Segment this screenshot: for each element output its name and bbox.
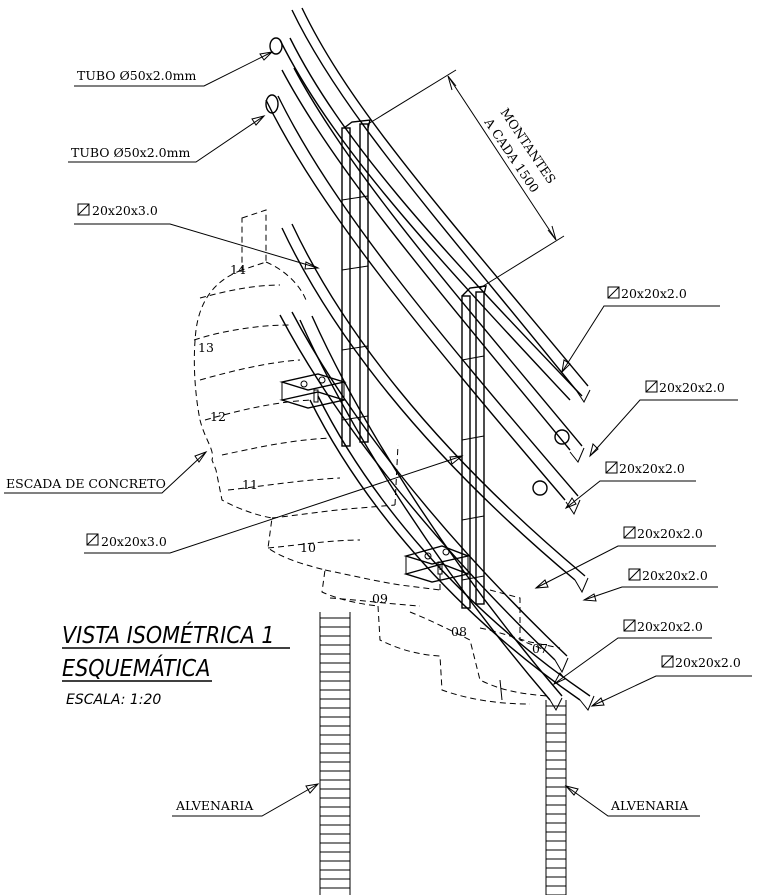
masonry-wall-left xyxy=(319,612,351,895)
callout-r1: 20x20x2.0 xyxy=(561,286,720,374)
step-12: 12 xyxy=(210,409,226,424)
tubo-top-label: TUBO Ø50x2.0mm xyxy=(77,68,196,83)
concrete-stair xyxy=(193,209,561,705)
callout-r5: 20x20x2.0 xyxy=(582,568,718,602)
step-14: 14 xyxy=(230,262,246,277)
view-title: VISTA ISOMÉTRICA 1 xyxy=(62,621,275,649)
base-plate-upper xyxy=(279,373,347,409)
callout-alvenaria-right: ALVENARIA xyxy=(564,785,700,817)
callout-tubo-mid: TUBO Ø50x2.0mm xyxy=(68,115,266,163)
view-subtitle: ESQUEMÁTICA xyxy=(62,654,210,682)
step-numbers: 14 13 12 11 10 09 08 07 xyxy=(198,262,548,656)
callout-tubo-top: TUBO Ø50x2.0mm xyxy=(74,51,274,87)
bar-20x3-top-label: 20x20x3.0 xyxy=(92,203,158,218)
step-08: 08 xyxy=(451,624,467,639)
callout-r3: 20x20x2.0 xyxy=(564,461,696,510)
r2-label: 20x20x2.0 xyxy=(659,380,725,395)
scale-label: ESCALA: 1:20 xyxy=(66,692,161,708)
step-11: 11 xyxy=(242,477,258,492)
r7-label: 20x20x2.0 xyxy=(675,655,741,670)
alvenaria-right-label: ALVENARIA xyxy=(610,798,689,813)
step-13: 13 xyxy=(198,340,214,355)
r3-label: 20x20x2.0 xyxy=(619,461,685,476)
callout-r2: 20x20x2.0 xyxy=(589,380,738,458)
post-lower xyxy=(461,285,487,609)
r1-label: 20x20x2.0 xyxy=(621,286,687,301)
step-07: 07 xyxy=(532,641,548,656)
callout-r4: 20x20x2.0 xyxy=(534,526,716,589)
callout-r6: 20x20x2.0 xyxy=(552,619,712,686)
tubo-mid-label: TUBO Ø50x2.0mm xyxy=(71,145,190,160)
masonry-wall-right xyxy=(545,700,567,895)
alvenaria-left-label: ALVENARIA xyxy=(175,798,254,813)
callout-bar-20x3-top: 20x20x3.0 xyxy=(74,203,320,270)
base-plate-lower xyxy=(403,545,471,583)
handrail-assembly xyxy=(265,7,595,712)
step-09: 09 xyxy=(372,591,388,606)
post-upper xyxy=(341,119,371,447)
tube-end-2 xyxy=(265,94,279,114)
step-10: 10 xyxy=(300,540,316,555)
callout-bar-20x3-bottom: 20x20x3.0 xyxy=(84,455,464,554)
title-block: VISTA ISOMÉTRICA 1 ESQUEMÁTICA ESCALA: 1… xyxy=(62,621,290,708)
escada-label: ESCADA DE CONCRETO xyxy=(6,476,166,491)
callout-alvenaria-left: ALVENARIA xyxy=(172,783,320,817)
r4-label: 20x20x2.0 xyxy=(637,526,703,541)
r6-label: 20x20x2.0 xyxy=(637,619,703,634)
callout-r7: 20x20x2.0 xyxy=(590,655,752,707)
tube-end-1 xyxy=(269,37,283,55)
bar-20x3-bottom-label: 20x20x3.0 xyxy=(101,534,167,549)
tube-end-3 xyxy=(554,429,570,445)
callout-escada: ESCADA DE CONCRETO xyxy=(4,450,208,494)
r5-label: 20x20x2.0 xyxy=(642,568,708,583)
tube-end-4 xyxy=(532,480,548,496)
